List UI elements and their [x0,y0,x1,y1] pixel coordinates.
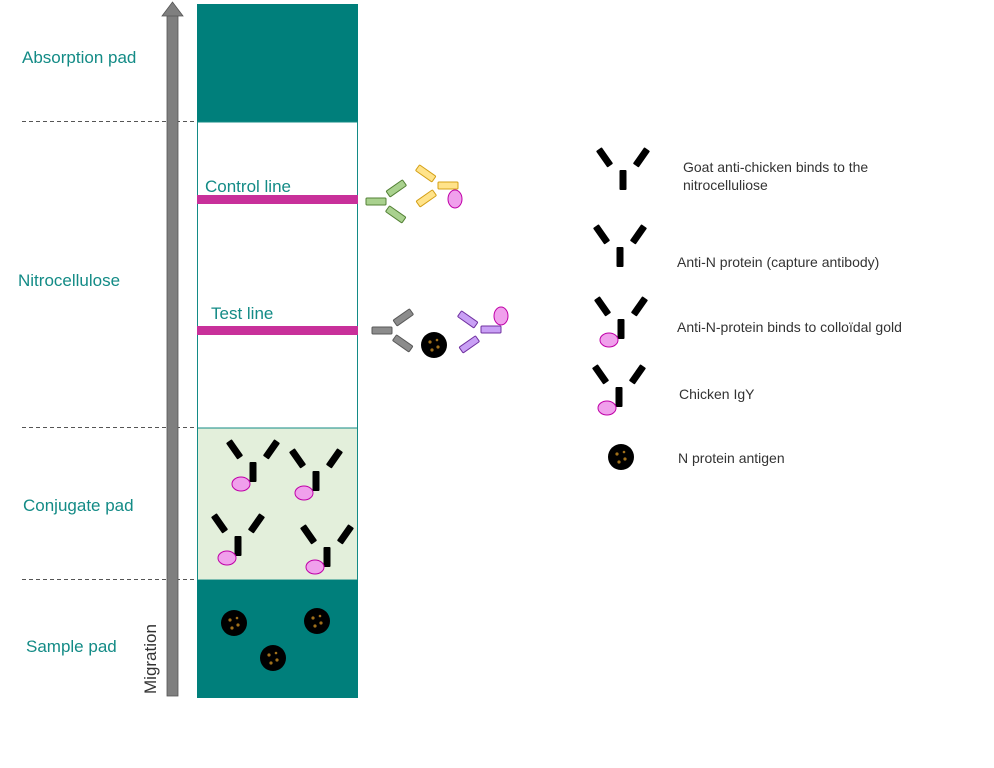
legend-text: Goat anti-chicken binds to the [683,159,868,175]
chicken-igy-icon [415,164,459,208]
legend-item-capture-antibody: Anti-N protein (capture antibody) [592,224,879,270]
n-protein-antigen-icon [414,325,454,365]
anti-n-gold-antibody-icon [457,310,502,354]
test-line-label: Test line [211,304,273,323]
legend-item-chicken-igy: Chicken IgY [591,364,755,416]
goat-anti-chicken-antibody-icon [365,179,407,224]
n-protein-antigen-icon [214,603,254,643]
anti-n-capture-antibody-icon [592,224,648,267]
control-line-label: Control line [205,177,291,196]
legend: Goat anti-chicken binds to the nitrocell… [591,147,902,477]
n-protein-antigen-icon [601,437,641,477]
migration-label: Migration [141,624,160,694]
migration-arrow [161,1,184,697]
chicken-igy-icon [591,364,647,416]
anti-n-gold-antibody-icon [593,296,649,348]
conjugate-pad-label: Conjugate pad [23,496,134,515]
conjugate-pad [197,427,358,581]
anti-n-gold-antibody-icon [210,513,266,566]
test-line-complex [371,306,509,365]
sample-pad-antigens [214,601,337,678]
absorption-pad [197,4,358,122]
chicken-igy-icon [225,439,281,492]
legend-item-gold-antibody: Anti-N-protein binds to colloïdal gold [593,296,902,348]
legend-text: N protein antigen [678,450,785,466]
goat-anti-chicken-antibody-icon [595,147,651,190]
control-line-complex [365,164,463,224]
legend-item-n-protein: N protein antigen [601,437,785,477]
legend-text: nitrocelluliose [683,177,768,193]
chicken-igy-icon [288,448,344,501]
n-protein-antigen-icon [297,601,337,641]
n-protein-antigen-icon [253,638,293,678]
test-line [197,326,358,335]
nitrocellulose-membrane [197,121,358,429]
legend-text: Anti-N-protein binds to colloïdal gold [677,319,902,335]
anti-n-capture-antibody-icon [371,308,414,353]
gold-label [493,306,509,326]
absorption-pad-label: Absorption pad [22,48,136,67]
conjugate-pad-antibodies [210,439,355,575]
legend-text: Anti-N protein (capture antibody) [677,254,879,270]
legend-item-goat-anti-chicken: Goat anti-chicken binds to the nitrocell… [595,147,868,193]
anti-n-gold-antibody-icon [299,524,355,575]
control-line [197,195,358,204]
sample-pad [197,580,358,698]
region-separators [22,121,197,580]
legend-text: Chicken IgY [679,386,755,402]
sample-pad-label: Sample pad [26,637,117,656]
gold-label [447,189,463,209]
test-strip [197,4,358,698]
nitrocellulose-label: Nitrocellulose [18,271,120,290]
